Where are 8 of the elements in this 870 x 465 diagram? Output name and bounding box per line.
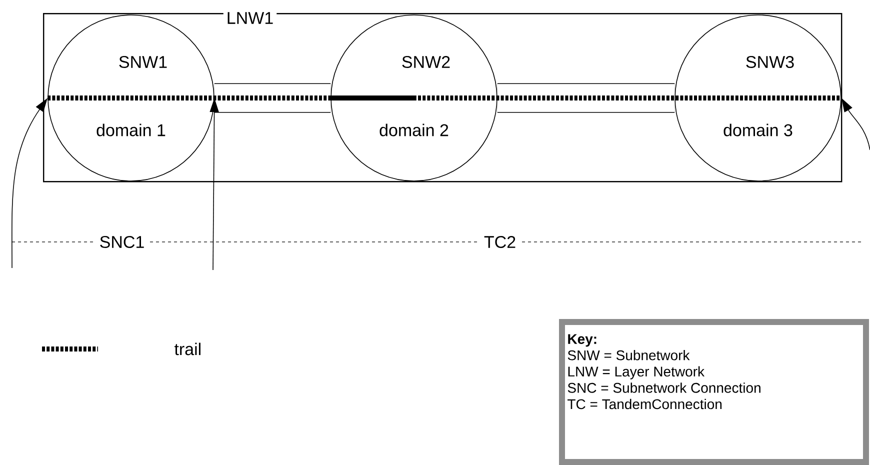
trail-line	[48, 96, 414, 100]
span-label: SNC1	[95, 232, 149, 252]
legend-label: trail	[174, 342, 200, 356]
key-box: Key: SNW = Subnetwork LNW = Layer Network SNC = Subnetwork Connection TC = TandemConnection	[559, 318, 869, 465]
connection-pipe	[497, 83, 675, 113]
span-label: TC2	[480, 232, 520, 252]
connection-pipe	[214, 83, 331, 113]
trail-line	[330, 96, 842, 100]
